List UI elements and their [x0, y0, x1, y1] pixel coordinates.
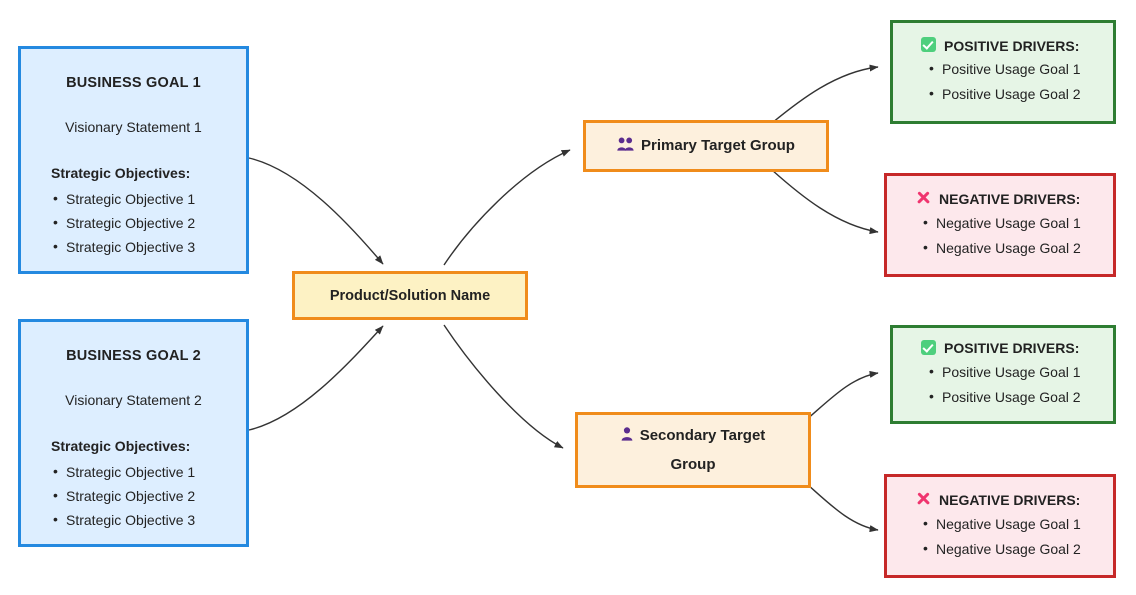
secondary-target-group-label-line1: Secondary Target: [639, 426, 766, 444]
busts-in-silhouette-icon: [617, 133, 634, 161]
list-item: Strategic Objective 2: [53, 210, 228, 235]
primary-negative-drivers-heading-row: NEGATIVE DRIVERS:: [915, 190, 1113, 208]
business-goal-2-objectives-list: Strategic Objective 1 Strategic Objectiv…: [39, 459, 228, 532]
list-item: Negative Usage Goal 2: [923, 536, 1113, 562]
primary-positive-drivers-list: Positive Usage Goal 1 Positive Usage Goa…: [921, 56, 1113, 107]
primary-negative-drivers-node[interactable]: NEGATIVE DRIVERS: Negative Usage Goal 1 …: [884, 173, 1116, 277]
list-item: Negative Usage Goal 1: [923, 511, 1113, 537]
list-item: Strategic Objective 2: [53, 483, 228, 508]
business-goal-1-vision: Visionary Statement 1: [65, 119, 202, 135]
primary-negative-drivers-heading: NEGATIVE DRIVERS:: [939, 190, 1081, 207]
primary-positive-drivers-node[interactable]: POSITIVE DRIVERS: Positive Usage Goal 1 …: [890, 20, 1116, 124]
connector-goal2-to-product: [248, 325, 384, 431]
primary-positive-drivers-heading: POSITIVE DRIVERS:: [944, 37, 1080, 54]
secondary-negative-drivers-list: Negative Usage Goal 1 Negative Usage Goa…: [915, 511, 1113, 562]
check-mark-button-icon: [921, 37, 936, 54]
connector-product-to-primary-group: [443, 149, 571, 266]
primary-target-group-label: Primary Target Group: [641, 136, 795, 154]
cross-mark-icon: [915, 190, 931, 208]
secondary-positive-drivers-heading-row: POSITIVE DRIVERS:: [921, 339, 1113, 357]
list-item: Strategic Objective 3: [53, 507, 228, 532]
connector-primary-to-negative-drivers: [771, 169, 879, 235]
connector-goal1-to-product: [248, 157, 384, 265]
list-item: Strategic Objective 3: [53, 234, 228, 259]
secondary-positive-drivers-node[interactable]: POSITIVE DRIVERS: Positive Usage Goal 1 …: [890, 325, 1116, 424]
list-item: Positive Usage Goal 2: [929, 81, 1113, 107]
primary-target-group-label-row: Primary Target Group: [617, 132, 795, 161]
business-goal-2-title: BUSINESS GOAL 2: [66, 348, 201, 364]
list-item: Strategic Objective 1: [53, 186, 228, 211]
secondary-negative-drivers-heading-row: NEGATIVE DRIVERS:: [915, 491, 1113, 509]
connector-primary-to-positive-drivers: [771, 64, 879, 124]
cross-mark-icon: [915, 491, 931, 509]
secondary-positive-drivers-heading: POSITIVE DRIVERS:: [944, 340, 1080, 356]
secondary-positive-drivers-list: Positive Usage Goal 1 Positive Usage Goa…: [921, 359, 1113, 410]
connector-product-to-secondary-group: [443, 324, 564, 449]
check-mark-button-icon: [921, 339, 936, 357]
business-goal-2-objectives-heading: Strategic Objectives:: [51, 438, 191, 454]
product-solution-label: Product/Solution Name: [329, 287, 491, 304]
primary-positive-drivers-heading-row: POSITIVE DRIVERS:: [921, 37, 1113, 54]
list-item: Strategic Objective 1: [53, 459, 228, 484]
business-goal-1-objectives-list: Strategic Objective 1 Strategic Objectiv…: [39, 186, 228, 259]
secondary-target-group-node[interactable]: Secondary Target Group: [575, 412, 811, 488]
list-item: Positive Usage Goal 1: [929, 56, 1113, 82]
business-goal-1-node[interactable]: BUSINESS GOAL 1 Visionary Statement 1 St…: [18, 46, 249, 274]
connector-secondary-to-positive-drivers: [799, 370, 879, 426]
product-solution-node[interactable]: Product/Solution Name: [292, 271, 528, 320]
primary-negative-drivers-list: Negative Usage Goal 1 Negative Usage Goa…: [915, 210, 1113, 261]
bust-in-silhouette-icon: [621, 423, 633, 451]
business-goal-1-objectives-heading: Strategic Objectives:: [51, 165, 191, 181]
secondary-negative-drivers-heading: NEGATIVE DRIVERS:: [939, 491, 1081, 508]
list-item: Positive Usage Goal 1: [929, 359, 1113, 385]
secondary-target-group-label-row: Secondary Target Group: [621, 422, 766, 479]
primary-target-group-node[interactable]: Primary Target Group: [583, 120, 829, 172]
connector-secondary-to-negative-drivers: [799, 477, 879, 533]
list-item: Positive Usage Goal 2: [929, 384, 1113, 410]
business-goal-2-node[interactable]: BUSINESS GOAL 2 Visionary Statement 2 St…: [18, 319, 249, 547]
business-goal-1-title: BUSINESS GOAL 1: [66, 75, 201, 91]
secondary-negative-drivers-node[interactable]: NEGATIVE DRIVERS: Negative Usage Goal 1 …: [884, 474, 1116, 578]
list-item: Negative Usage Goal 2: [923, 235, 1113, 261]
secondary-target-group-label-line2: Group: [670, 455, 716, 473]
list-item: Negative Usage Goal 1: [923, 210, 1113, 236]
business-goal-2-vision: Visionary Statement 2: [65, 392, 202, 408]
